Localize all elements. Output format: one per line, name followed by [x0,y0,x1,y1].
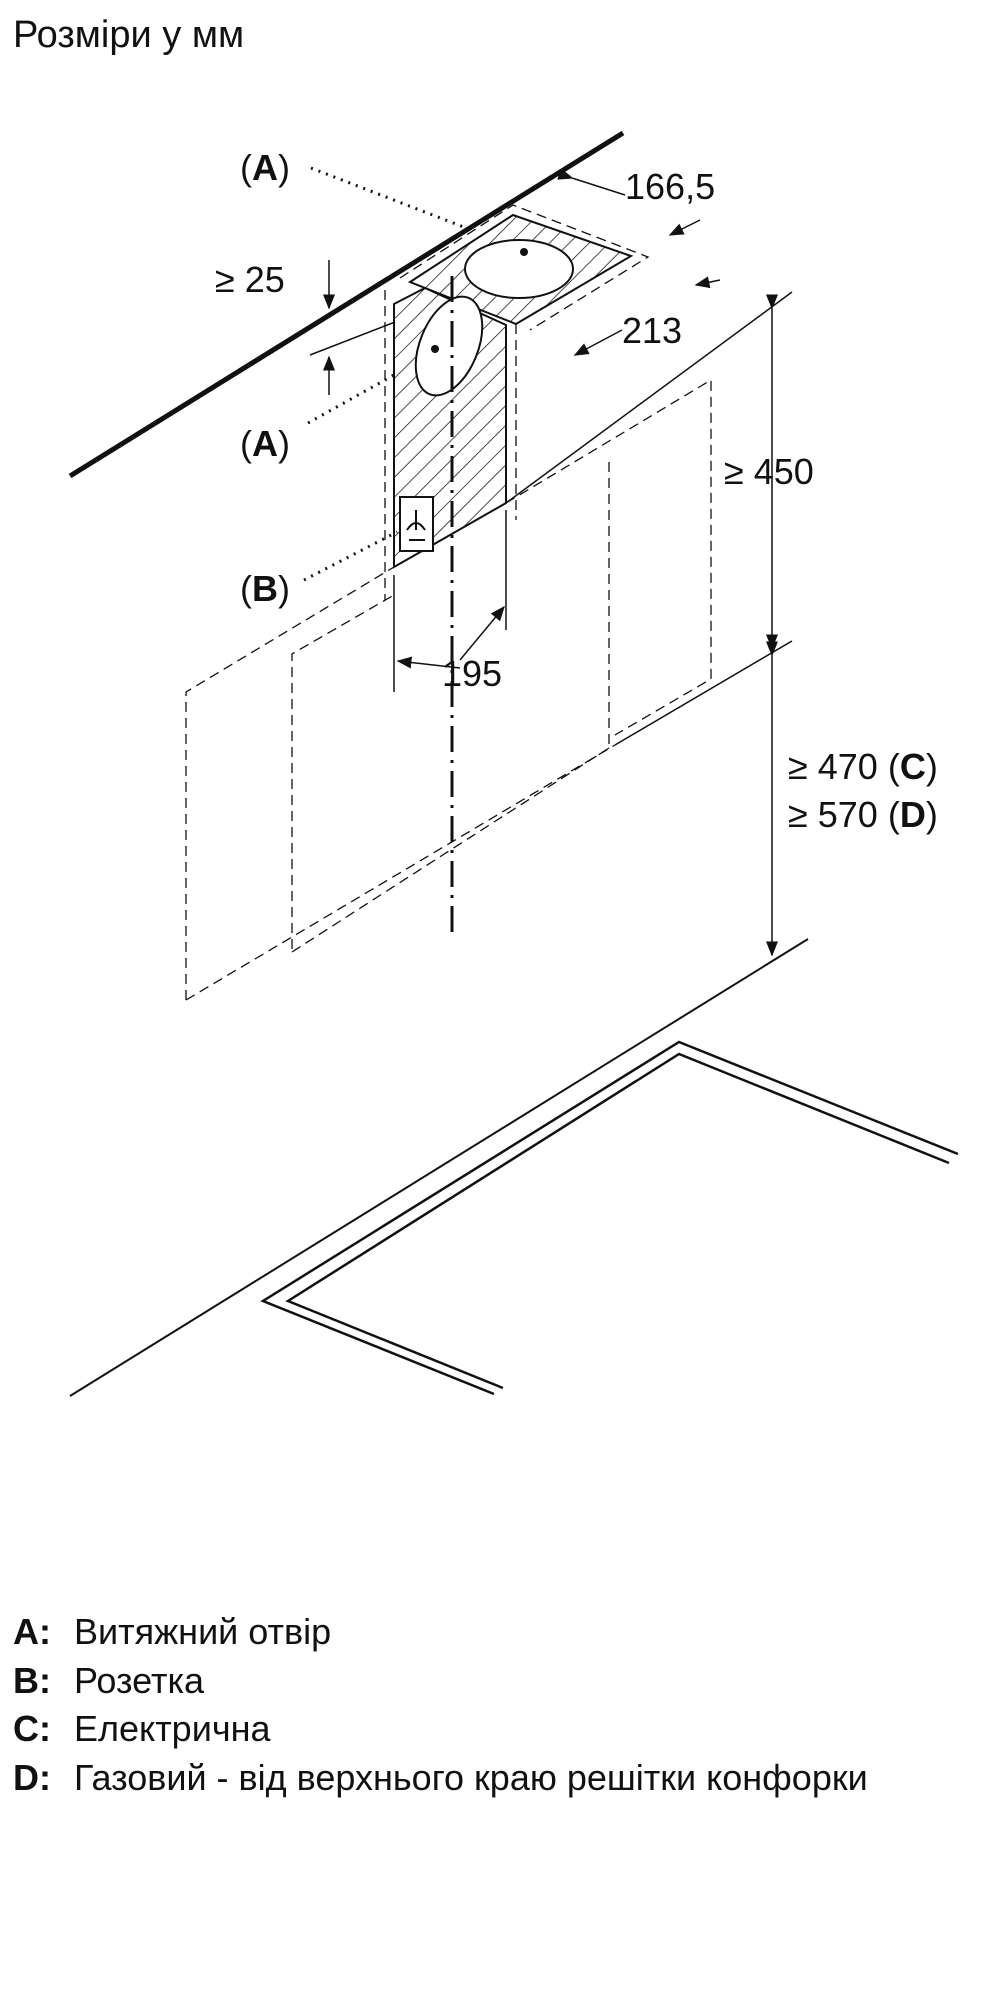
ceiling-line [68,130,625,479]
legend-key: B: [13,1659,51,1701]
exhaust-opening-side [414,295,484,397]
legend-key: A: [13,1611,51,1652]
legend-key: D: [13,1756,51,1798]
dim-duct-depth: 166,5 [625,166,715,207]
exhaust-opening-top [464,239,574,299]
legend-item-b: B: Розетка [13,1657,934,1706]
legend-key: C: [13,1708,51,1749]
dim-gas-height: ≥ 570 (D) [788,794,938,835]
dimension-diagram: (A) (A) (B) ≥ 25 166,5 213 195 ≥ 450 ≥ 4… [68,130,959,1397]
legend-text: Електрична [74,1708,271,1749]
legend: A:Витяжний отвір B:Розетка C:Електрична … [13,1608,934,1802]
callout-a-side: (A) [240,423,290,464]
countertop-line [69,938,809,1397]
legend-text: Газовий - від верхнього краю решітки кон… [74,1756,868,1798]
legend-item-a: A: Витяжний отвір [13,1608,934,1657]
callout-b: (B) [240,568,290,609]
callout-a-top: (A) [240,147,290,188]
legend-text: Розетка [74,1659,205,1701]
hob-outline [260,1040,959,1396]
dim-electric-height: ≥ 470 (C) [788,746,938,787]
dim-min-height: ≥ 450 [724,451,814,492]
legend-text: Витяжний отвір [74,1611,332,1652]
dim-duct-width-top: 213 [622,310,682,351]
legend-item-c: C: Електрична [13,1705,934,1754]
page-title: Розміри у мм [13,14,245,56]
dim-ceiling-gap: ≥ 25 [215,259,285,300]
dim-duct-width: 195 [442,653,502,694]
legend-item-d: D: Газовий - від верхнього краю решітки к… [13,1754,934,1803]
hood-outline [185,204,712,1001]
